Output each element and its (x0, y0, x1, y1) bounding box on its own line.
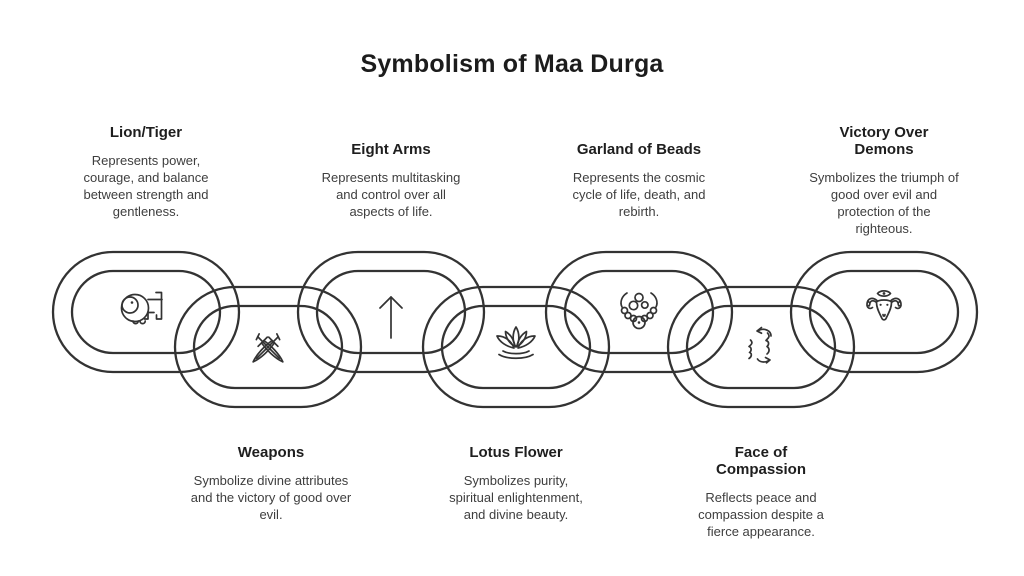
item-description: Represents power, courage, and balance b… (83, 153, 209, 220)
item-heading: Eight Arms (351, 141, 431, 158)
item-heading: Weapons (237, 444, 305, 461)
compassion-icon (748, 326, 772, 364)
item-description: Represents multitasking and control over… (321, 170, 461, 220)
lion-icon (120, 291, 163, 325)
chain-link-victory (789, 250, 979, 374)
item-description: Symbolizes the triumph of good over evil… (809, 170, 959, 237)
label-eight-arms: Eight Arms Represents multitasking and c… (315, 141, 467, 220)
chain-link-eight-arms (296, 250, 486, 374)
label-garland-of-beads: Garland of Beads Represents the cosmic c… (564, 141, 714, 220)
chain-link-garland (544, 250, 734, 374)
item-heading: Face of Compassion (715, 444, 806, 478)
label-lion-tiger: Lion/Tiger Represents power, courage, an… (76, 124, 216, 221)
label-lotus-flower: Lotus Flower Symbolizes purity, spiritua… (440, 444, 592, 523)
chain-diagram (51, 250, 979, 409)
lotus-icon (496, 326, 536, 360)
beads-icon (620, 292, 658, 330)
item-heading: Victory Over Demons (839, 124, 929, 158)
item-description: Symbolize divine attributes and the vict… (190, 473, 352, 523)
label-victory-over-demons: Victory Over Demons Symbolizes the trium… (808, 124, 960, 238)
up-arrow-icon (379, 296, 403, 339)
item-description: Reflects peace and compassion despite a … (698, 490, 824, 540)
chain-link-lion (51, 250, 241, 374)
demon-face-icon (866, 290, 902, 321)
chain-link-compassion (666, 285, 856, 409)
item-heading: Garland of Beads (576, 141, 702, 158)
item-heading: Lion/Tiger (109, 124, 183, 141)
item-description: Symbolizes purity, spiritual enlightenme… (449, 473, 583, 523)
page-title: Symbolism of Maa Durga (360, 50, 664, 78)
chain-link-weapons (173, 285, 363, 409)
label-face-of-compassion: Face of Compassion Reflects peace and co… (691, 444, 831, 540)
label-weapons: Weapons Symbolize divine attributes and … (190, 444, 352, 523)
crossed-swords-icon (252, 333, 284, 363)
chain-link-lotus (421, 285, 611, 409)
item-heading: Lotus Flower (469, 444, 563, 461)
item-description: Represents the cosmic cycle of life, dea… (572, 170, 706, 220)
